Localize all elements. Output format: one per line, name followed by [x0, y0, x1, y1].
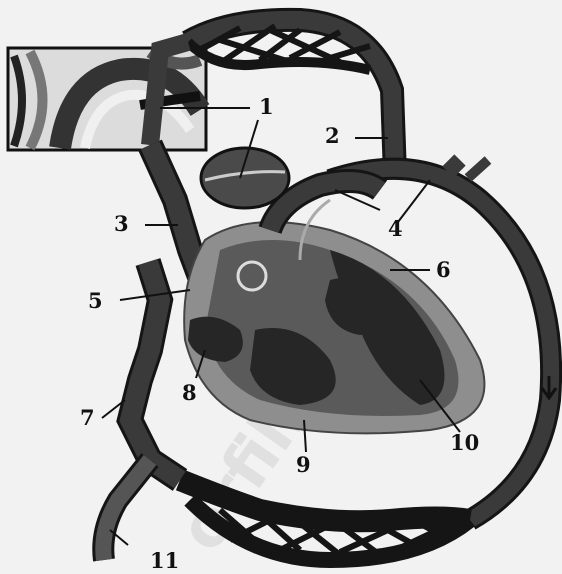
- label-4: 4: [388, 216, 403, 241]
- label-11: 11: [150, 548, 179, 573]
- label-3: 3: [114, 211, 129, 236]
- inset-micrograph: [8, 48, 206, 150]
- label-7: 7: [80, 405, 95, 430]
- label-8: 8: [182, 380, 197, 405]
- heart: [184, 181, 484, 433]
- label-5: 5: [88, 288, 103, 313]
- label-10: 10: [450, 430, 479, 455]
- label-6: 6: [436, 257, 451, 282]
- label-2: 2: [325, 123, 340, 148]
- label-1: 1: [259, 94, 274, 119]
- label-9: 9: [296, 452, 311, 477]
